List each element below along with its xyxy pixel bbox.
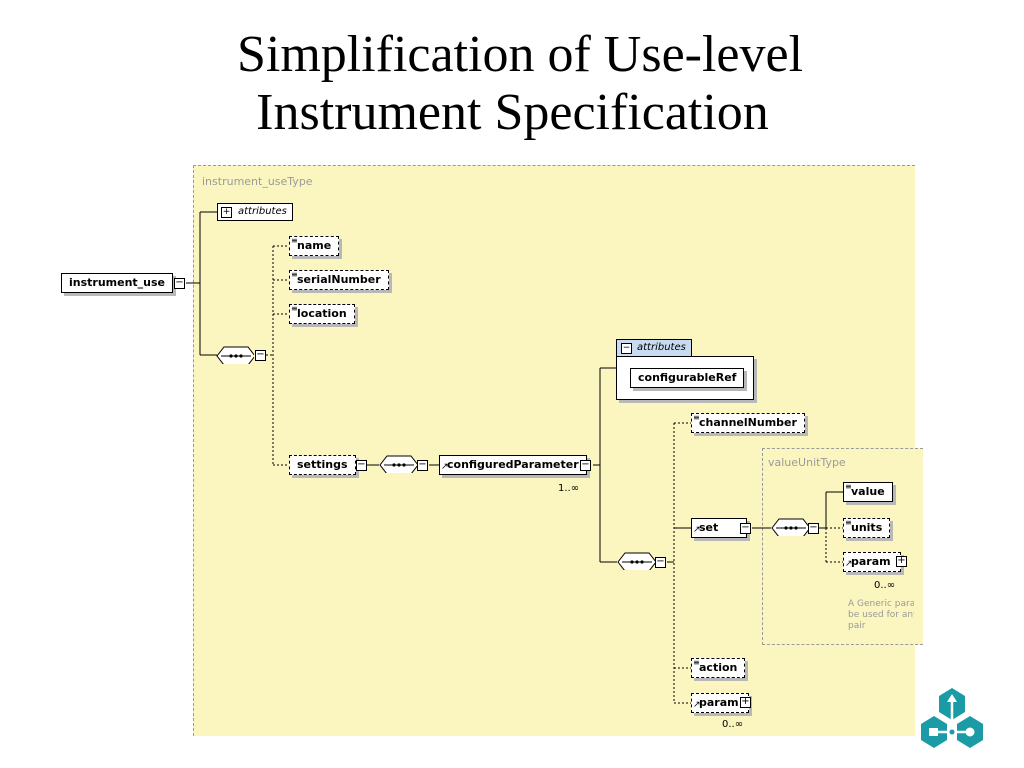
reference-arrow-icon: ↗ [693,700,701,710]
value-unit-type-panel [762,448,923,645]
node-param-label: param [699,696,739,709]
node-param-inner-label: param [851,555,891,568]
sequence-icon[interactable] [617,552,655,570]
text-element-icon: ≡ [693,413,700,422]
minus-icon[interactable]: − [808,522,819,534]
node-action-label: action [699,661,738,674]
cardinality-param-inner: 0..∞ [874,580,896,591]
minus-icon[interactable]: − [621,343,632,354]
node-name[interactable]: ≡name [289,236,340,256]
outer-type-label: instrument_useType [202,175,313,188]
attributes-collapsed[interactable]: attributes [217,203,293,221]
reference-arrow-icon: ↗ [845,559,853,569]
minus-icon[interactable]: − [174,277,185,289]
attributes-label: attributes [637,342,686,353]
text-element-icon: ≡ [845,518,852,527]
logo-icon [921,688,983,748]
node-serial-number[interactable]: ≡serialNumber [289,270,389,290]
node-channel-number-label: channelNumber [699,416,797,429]
node-settings-label: settings [297,458,348,471]
minus-icon[interactable]: − [417,459,428,471]
slide-title-line1: Simplification of Use-level [236,26,804,83]
node-configurable-ref[interactable]: configurableRef [630,368,745,388]
node-serial-number-label: serialNumber [297,273,381,286]
inner-type-label: valueUnitType [768,456,846,469]
minus-icon[interactable]: − [580,459,591,471]
node-instrument-use-label: instrument_use [69,276,166,289]
node-channel-number[interactable]: ≡channelNumber [691,413,805,433]
node-set-label: set [699,521,719,534]
node-configured-parameter[interactable]: ↗configuredParameter [439,455,587,475]
annotation-line: A Generic para [848,599,914,609]
annotation-line: be used for any [848,610,914,620]
sequence-icon[interactable] [379,455,417,473]
node-configured-parameter-label: configuredParameter [447,458,579,471]
node-location[interactable]: ≡location [289,304,355,324]
node-configurable-ref-label: configurableRef [638,371,737,384]
node-name-label: name [297,239,332,252]
text-element-icon: ≡ [291,270,298,279]
attributes-label: attributes [238,206,287,217]
minus-icon[interactable]: − [740,522,751,534]
plus-icon[interactable]: + [896,555,907,567]
minus-icon[interactable]: − [655,556,666,568]
text-element-icon: ≡ [845,482,852,491]
slide-title: Simplification of Use-level Instrument S… [0,26,1024,142]
plus-icon[interactable]: + [221,207,232,218]
minus-icon[interactable]: − [255,349,266,361]
reference-arrow-icon: ↗ [693,525,701,535]
node-instrument-use[interactable]: instrument_use [61,273,174,293]
cardinality-configured-parameter: 1..∞ [558,483,580,494]
node-value-label: value [851,485,885,498]
sequence-icon[interactable] [771,518,809,536]
text-element-icon: ≡ [291,236,298,245]
node-value[interactable]: ≡value [843,482,893,502]
node-param[interactable]: ↗param [691,693,749,713]
param-annotation: A Generic para be used for any pair [848,599,914,632]
minus-icon[interactable]: − [356,459,367,471]
annotation-line: pair [848,621,866,631]
node-action[interactable]: ≡action [691,658,746,678]
node-units-label: units [851,521,883,534]
node-settings[interactable]: settings [289,455,356,475]
node-param-inner[interactable]: ↗param [843,552,901,572]
node-set[interactable]: ↗set [691,518,747,538]
text-element-icon: ≡ [693,658,700,667]
reference-arrow-icon: ↗ [441,462,449,472]
plus-icon[interactable]: + [740,696,751,708]
cardinality-param: 0..∞ [722,719,744,730]
sequence-icon[interactable] [216,346,254,364]
node-location-label: location [297,307,347,320]
slide-title-line2: Instrument Specification [256,84,769,141]
text-element-icon: ≡ [291,304,298,313]
node-units[interactable]: ≡units [843,518,891,538]
